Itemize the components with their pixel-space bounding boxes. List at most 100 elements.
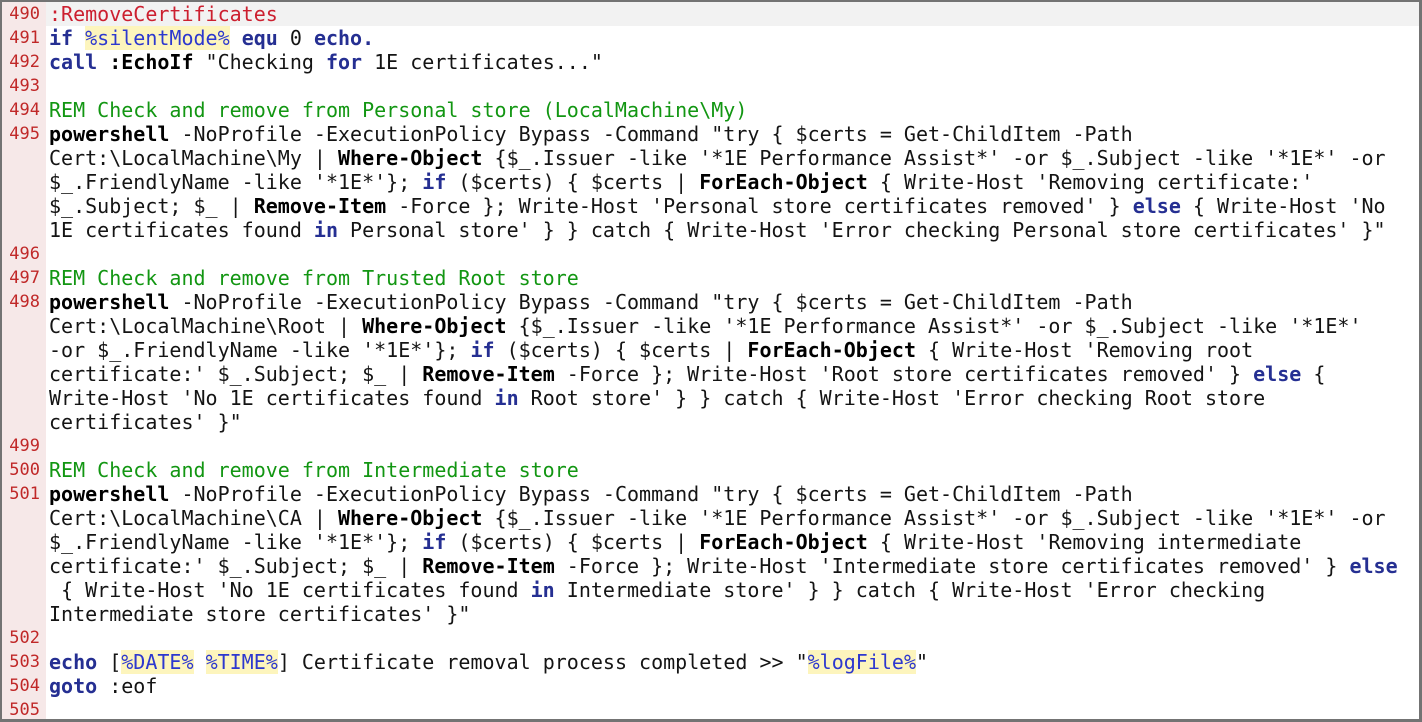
code-row: certificate:' $_.Subject; $_ | Remove-It… bbox=[2, 362, 1419, 386]
code-token-keyword: call bbox=[49, 50, 98, 74]
line-number: 502 bbox=[2, 626, 46, 650]
code-token-plain bbox=[97, 50, 109, 74]
code-token-keyword: if bbox=[422, 530, 447, 554]
code-token-plain: { Write-Host 'Removing root bbox=[915, 338, 1254, 362]
code-token-bold: powershell bbox=[49, 482, 170, 506]
line-number: 503 bbox=[2, 650, 46, 674]
code-token-plain: {$_.Issuer -like '*1E Performance Assist… bbox=[482, 146, 1386, 170]
code-line[interactable]: powershell -NoProfile -ExecutionPolicy B… bbox=[46, 482, 1419, 506]
code-token-plain: -NoProfile -ExecutionPolicy Bypass -Comm… bbox=[169, 290, 1133, 314]
code-line[interactable]: certificate:' $_.Subject; $_ | Remove-It… bbox=[46, 362, 1419, 386]
code-line[interactable]: REM Check and remove from Trusted Root s… bbox=[46, 266, 1419, 290]
code-line[interactable] bbox=[46, 698, 1419, 719]
code-row: Write-Host 'No 1E certificates found in … bbox=[2, 386, 1419, 410]
code-token-plain: $_.Subject; $_ | bbox=[49, 194, 254, 218]
code-token-plain: ] Certificate removal process completed … bbox=[277, 650, 808, 674]
code-line[interactable]: powershell -NoProfile -ExecutionPolicy B… bbox=[46, 122, 1419, 146]
code-token-bold: ForEach-Object bbox=[747, 338, 916, 362]
code-token-plain: Personal store' } } catch { Write-Host '… bbox=[338, 218, 1386, 242]
code-line[interactable]: goto :eof bbox=[46, 674, 1419, 698]
code-line[interactable]: REM Check and remove from Personal store… bbox=[46, 98, 1419, 122]
code-token-comment: REM Check and remove from Intermediate s… bbox=[49, 458, 579, 482]
code-row: 490:RemoveCertificates bbox=[2, 2, 1419, 26]
code-line[interactable]: Cert:\LocalMachine\CA | Where-Object {$_… bbox=[46, 506, 1419, 530]
code-token-keyword: equ bbox=[241, 26, 278, 50]
code-token-plain: { Write-Host 'Removing certificate:' bbox=[867, 170, 1314, 194]
code-line[interactable]: REM Check and remove from Intermediate s… bbox=[46, 458, 1419, 482]
code-token-bold: Where-Object bbox=[337, 146, 483, 170]
code-line[interactable]: certificate:' $_.Subject; $_ | Remove-It… bbox=[46, 554, 1419, 578]
code-line[interactable]: { Write-Host 'No 1E certificates found i… bbox=[46, 578, 1419, 602]
line-number: 501 bbox=[2, 482, 46, 506]
line-number bbox=[2, 194, 46, 218]
code-token-comment: REM Check and remove from Trusted Root s… bbox=[49, 266, 579, 290]
line-number bbox=[2, 602, 46, 626]
code-row: 499 bbox=[2, 434, 1419, 458]
code-row: 505 bbox=[2, 698, 1419, 719]
code-token-keyword: goto bbox=[49, 674, 98, 698]
code-line[interactable]: $_.FriendlyName -like '*1E*'}; if ($cert… bbox=[46, 530, 1419, 554]
code-token-plain: -NoProfile -ExecutionPolicy Bypass -Comm… bbox=[169, 482, 1133, 506]
code-line[interactable]: certificates' }" bbox=[46, 410, 1419, 434]
code-token-plain: Intermediate store certificates' }" bbox=[49, 602, 471, 626]
code-line[interactable]: Cert:\LocalMachine\Root | Where-Object {… bbox=[46, 314, 1419, 338]
code-row: Cert:\LocalMachine\CA | Where-Object {$_… bbox=[2, 506, 1419, 530]
code-line[interactable]: Write-Host 'No 1E certificates found in … bbox=[46, 386, 1419, 410]
line-number bbox=[2, 410, 46, 434]
code-token-keyword: for bbox=[325, 50, 363, 74]
code-token-keyword: if bbox=[49, 26, 74, 50]
code-token-plain: ($certs) { $certs | bbox=[494, 338, 748, 362]
code-line[interactable] bbox=[46, 242, 1419, 266]
line-number: 493 bbox=[2, 74, 46, 98]
code-token-plain: certificates' }" bbox=[49, 410, 242, 434]
code-token-plain: certificate:' $_.Subject; $_ | bbox=[49, 554, 423, 578]
line-number bbox=[2, 170, 46, 194]
code-token-bold: powershell bbox=[49, 290, 170, 314]
line-number: 498 bbox=[2, 290, 46, 314]
code-line[interactable]: powershell -NoProfile -ExecutionPolicy B… bbox=[46, 290, 1419, 314]
code-line[interactable]: 1E certificates found in Personal store'… bbox=[46, 218, 1419, 242]
code-token-plain: ($certs) { $certs | bbox=[446, 530, 700, 554]
code-row: Cert:\LocalMachine\My | Where-Object {$_… bbox=[2, 146, 1419, 170]
code-token-plain: Write-Host 'No 1E certificates found bbox=[49, 386, 495, 410]
code-line[interactable]: Intermediate store certificates' }" bbox=[46, 602, 1419, 626]
code-token-variable: %logFile% bbox=[807, 650, 916, 674]
code-token-keyword: in bbox=[530, 578, 555, 602]
code-line[interactable] bbox=[46, 626, 1419, 650]
code-token-keyword: if bbox=[470, 338, 495, 362]
line-number bbox=[2, 314, 46, 338]
code-line[interactable]: Cert:\LocalMachine\My | Where-Object {$_… bbox=[46, 146, 1419, 170]
code-token-keyword: else bbox=[1349, 554, 1398, 578]
line-number bbox=[2, 506, 46, 530]
code-line[interactable]: $_.FriendlyName -like '*1E*'}; if ($cert… bbox=[46, 170, 1419, 194]
code-line[interactable]: $_.Subject; $_ | Remove-Item -Force }; W… bbox=[46, 194, 1419, 218]
code-line[interactable]: -or $_.FriendlyName -like '*1E*'}; if ($… bbox=[46, 338, 1419, 362]
code-line[interactable]: if %silentMode% equ 0 echo. bbox=[46, 26, 1419, 50]
code-token-plain bbox=[230, 26, 242, 50]
code-row: 493 bbox=[2, 74, 1419, 98]
line-number bbox=[2, 386, 46, 410]
line-number: 505 bbox=[2, 698, 46, 719]
code-line[interactable] bbox=[46, 74, 1419, 98]
code-line[interactable]: call :EchoIf "Checking for 1E certificat… bbox=[46, 50, 1419, 74]
line-number: 496 bbox=[2, 242, 46, 266]
code-line[interactable] bbox=[46, 434, 1419, 458]
line-number: 492 bbox=[2, 50, 46, 74]
code-line[interactable]: echo [%DATE% %TIME%] Certificate removal… bbox=[46, 650, 1419, 674]
line-number bbox=[2, 362, 46, 386]
code-token-bold: ForEach-Object bbox=[699, 170, 868, 194]
code-token-keyword: in bbox=[313, 218, 338, 242]
code-token-plain: "Checking bbox=[193, 50, 326, 74]
code-row: { Write-Host 'No 1E certificates found i… bbox=[2, 578, 1419, 602]
line-number bbox=[2, 578, 46, 602]
line-number: 500 bbox=[2, 458, 46, 482]
code-line[interactable]: :RemoveCertificates bbox=[46, 2, 1419, 26]
